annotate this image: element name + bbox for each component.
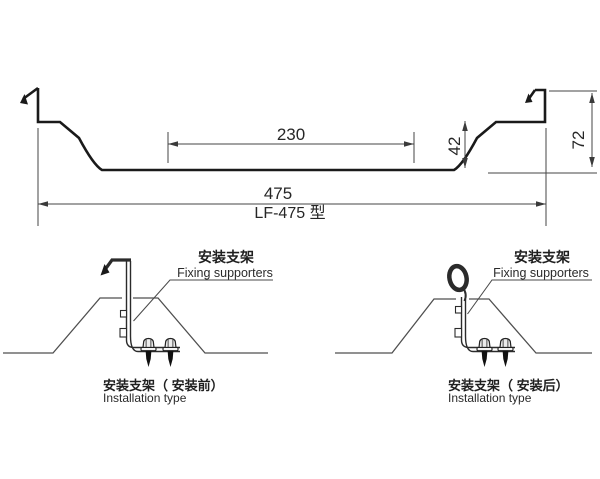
dim-475-arrow-right: [536, 201, 546, 207]
before-callout-leader: [133, 279, 273, 322]
dim-72-value: 72: [569, 131, 588, 150]
dim-475-value: 475: [264, 184, 292, 203]
before-clip-detent-upper: [119, 309, 128, 318]
before-clip-inner-wall: [129, 261, 180, 353]
after-caption-cn: 安装支架（ 安装后）: [448, 378, 569, 393]
dim-72-arrow-top: [589, 93, 595, 103]
after-clip-detent-upper: [454, 305, 463, 314]
after-callout-leader: [467, 279, 592, 315]
before-clip-top-tab: [102, 258, 131, 272]
after-screw-right: [497, 337, 514, 367]
before-screw-right: [162, 337, 179, 367]
after-callout-cn: 安装支架: [514, 249, 570, 265]
before-clip-detent-lower: [119, 327, 128, 338]
before-clip-tab-tip: [100, 264, 110, 276]
dim-230-arrow-right: [404, 141, 414, 147]
model-label: LF-475 型: [254, 204, 325, 222]
left-seam-tab-tip: [20, 94, 28, 105]
after-clip-outer-wall: [460, 297, 515, 349]
after-clip-seam-curl: [447, 263, 469, 293]
before-caption-en: Installation type: [103, 391, 187, 405]
dim-42-value: 42: [445, 137, 464, 156]
after-panel-rib: [335, 298, 592, 354]
detail-before-section: 安装支架 Fixing supporters 安装支架（ 安装前） Instal…: [3, 249, 273, 405]
after-screw-left: [476, 337, 493, 367]
detail-after-section: 安装支架 Fixing supporters 安装支架（ 安装后） Instal…: [335, 249, 592, 405]
dim-230-arrow-left: [168, 141, 178, 147]
dim-42-arrow-bottom: [462, 158, 468, 168]
before-clip-outer-wall: [125, 261, 180, 349]
dim-475-arrow-left: [38, 201, 48, 207]
after-callout-en: Fixing supporters: [493, 266, 589, 280]
panel-profile-outline: [36, 88, 547, 172]
before-callout-cn: 安装支架: [198, 249, 254, 265]
before-callout-en: Fixing supporters: [177, 266, 273, 280]
dim-230-value: 230: [277, 125, 305, 144]
profile-section: 230 42 475 LF-475 型 72: [20, 86, 597, 226]
after-clip-inner-wall: [464, 299, 515, 353]
dim-42-arrow-top: [462, 121, 468, 131]
before-screw-left: [140, 337, 157, 367]
before-panel-rib: [3, 297, 268, 354]
after-clip-detent-lower: [454, 327, 463, 338]
before-caption-cn: 安装支架（ 安装前）: [103, 378, 224, 393]
dim-72-arrow-bottom: [589, 157, 595, 167]
right-seam-tab-tip: [525, 93, 533, 103]
after-caption-en: Installation type: [448, 391, 532, 405]
